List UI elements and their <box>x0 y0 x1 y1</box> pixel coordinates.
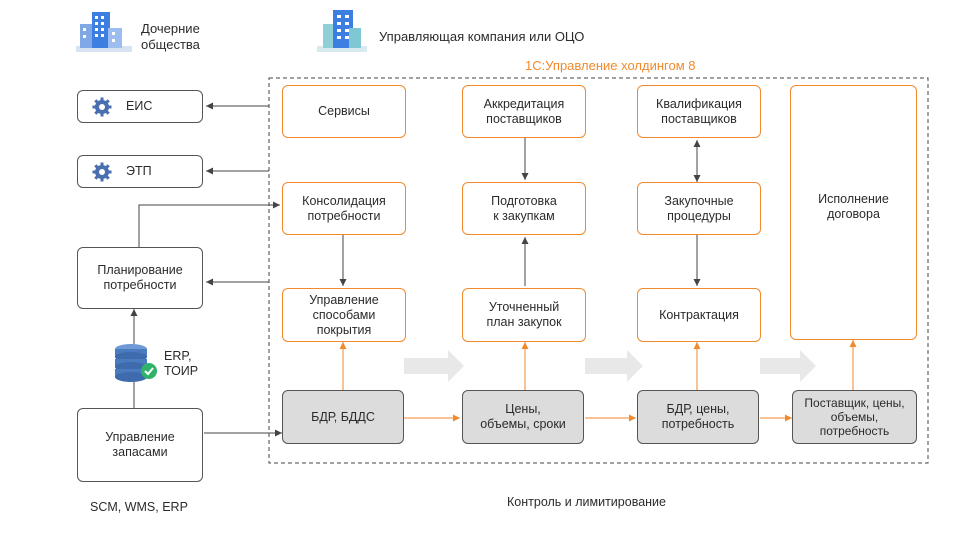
eis-label: ЕИС <box>126 99 153 113</box>
bdr-bdds-box: БДР, БДДС <box>282 390 404 444</box>
gear-icon <box>92 97 112 116</box>
contracting-box: Контрактация <box>637 288 761 342</box>
office-building-icon <box>317 10 367 52</box>
prices-box: Цены, объемы, сроки <box>462 390 584 444</box>
scm-label: SCM, WMS, ERP <box>90 500 188 514</box>
erp-label: ERP, ТОИР <box>164 349 199 378</box>
supplier-box: Поставщик, цены, объемы, потребность <box>792 390 917 444</box>
system-boundary <box>268 77 929 464</box>
stage-arrow-2 <box>585 350 643 382</box>
eis-box: ЕИС <box>77 90 203 123</box>
control-label: Контроль и лимитирование <box>507 495 666 509</box>
stage-arrow-1 <box>404 350 464 382</box>
coverage-box: Управление способами покрытия <box>282 288 406 342</box>
etp-box: ЭТП <box>77 155 203 188</box>
management-label: Управляющая компания или ОЦО <box>379 29 585 44</box>
arrow-planning-to-consolidation <box>138 201 280 247</box>
subsidiaries-label: Дочерние общества <box>141 21 200 52</box>
database-icon <box>115 344 157 382</box>
services-box: Сервисы <box>282 85 406 138</box>
system-title: 1С:Управление холдингом 8 <box>525 58 696 73</box>
planning-box: Планирование потребности <box>77 247 203 309</box>
preparation-box: Подготовка к закупкам <box>462 182 586 235</box>
accreditation-box: Аккредитация поставщиков <box>462 85 586 138</box>
inventory-box: Управление запасами <box>77 408 203 482</box>
buildings-icon-left <box>76 12 132 52</box>
stage-arrow-3 <box>760 350 816 382</box>
procedures-box: Закупочные процедуры <box>637 182 761 235</box>
refined-plan-box: Уточненный план закупок <box>462 288 586 342</box>
qualification-box: Квалификация поставщиков <box>637 85 761 138</box>
bdr-need-box: БДР, цены, потребность <box>637 390 759 444</box>
execution-box: Исполнение договора <box>790 85 917 340</box>
consolidation-box: Консолидация потребности <box>282 182 406 235</box>
etp-label: ЭТП <box>126 164 152 178</box>
gear-icon <box>92 162 112 181</box>
